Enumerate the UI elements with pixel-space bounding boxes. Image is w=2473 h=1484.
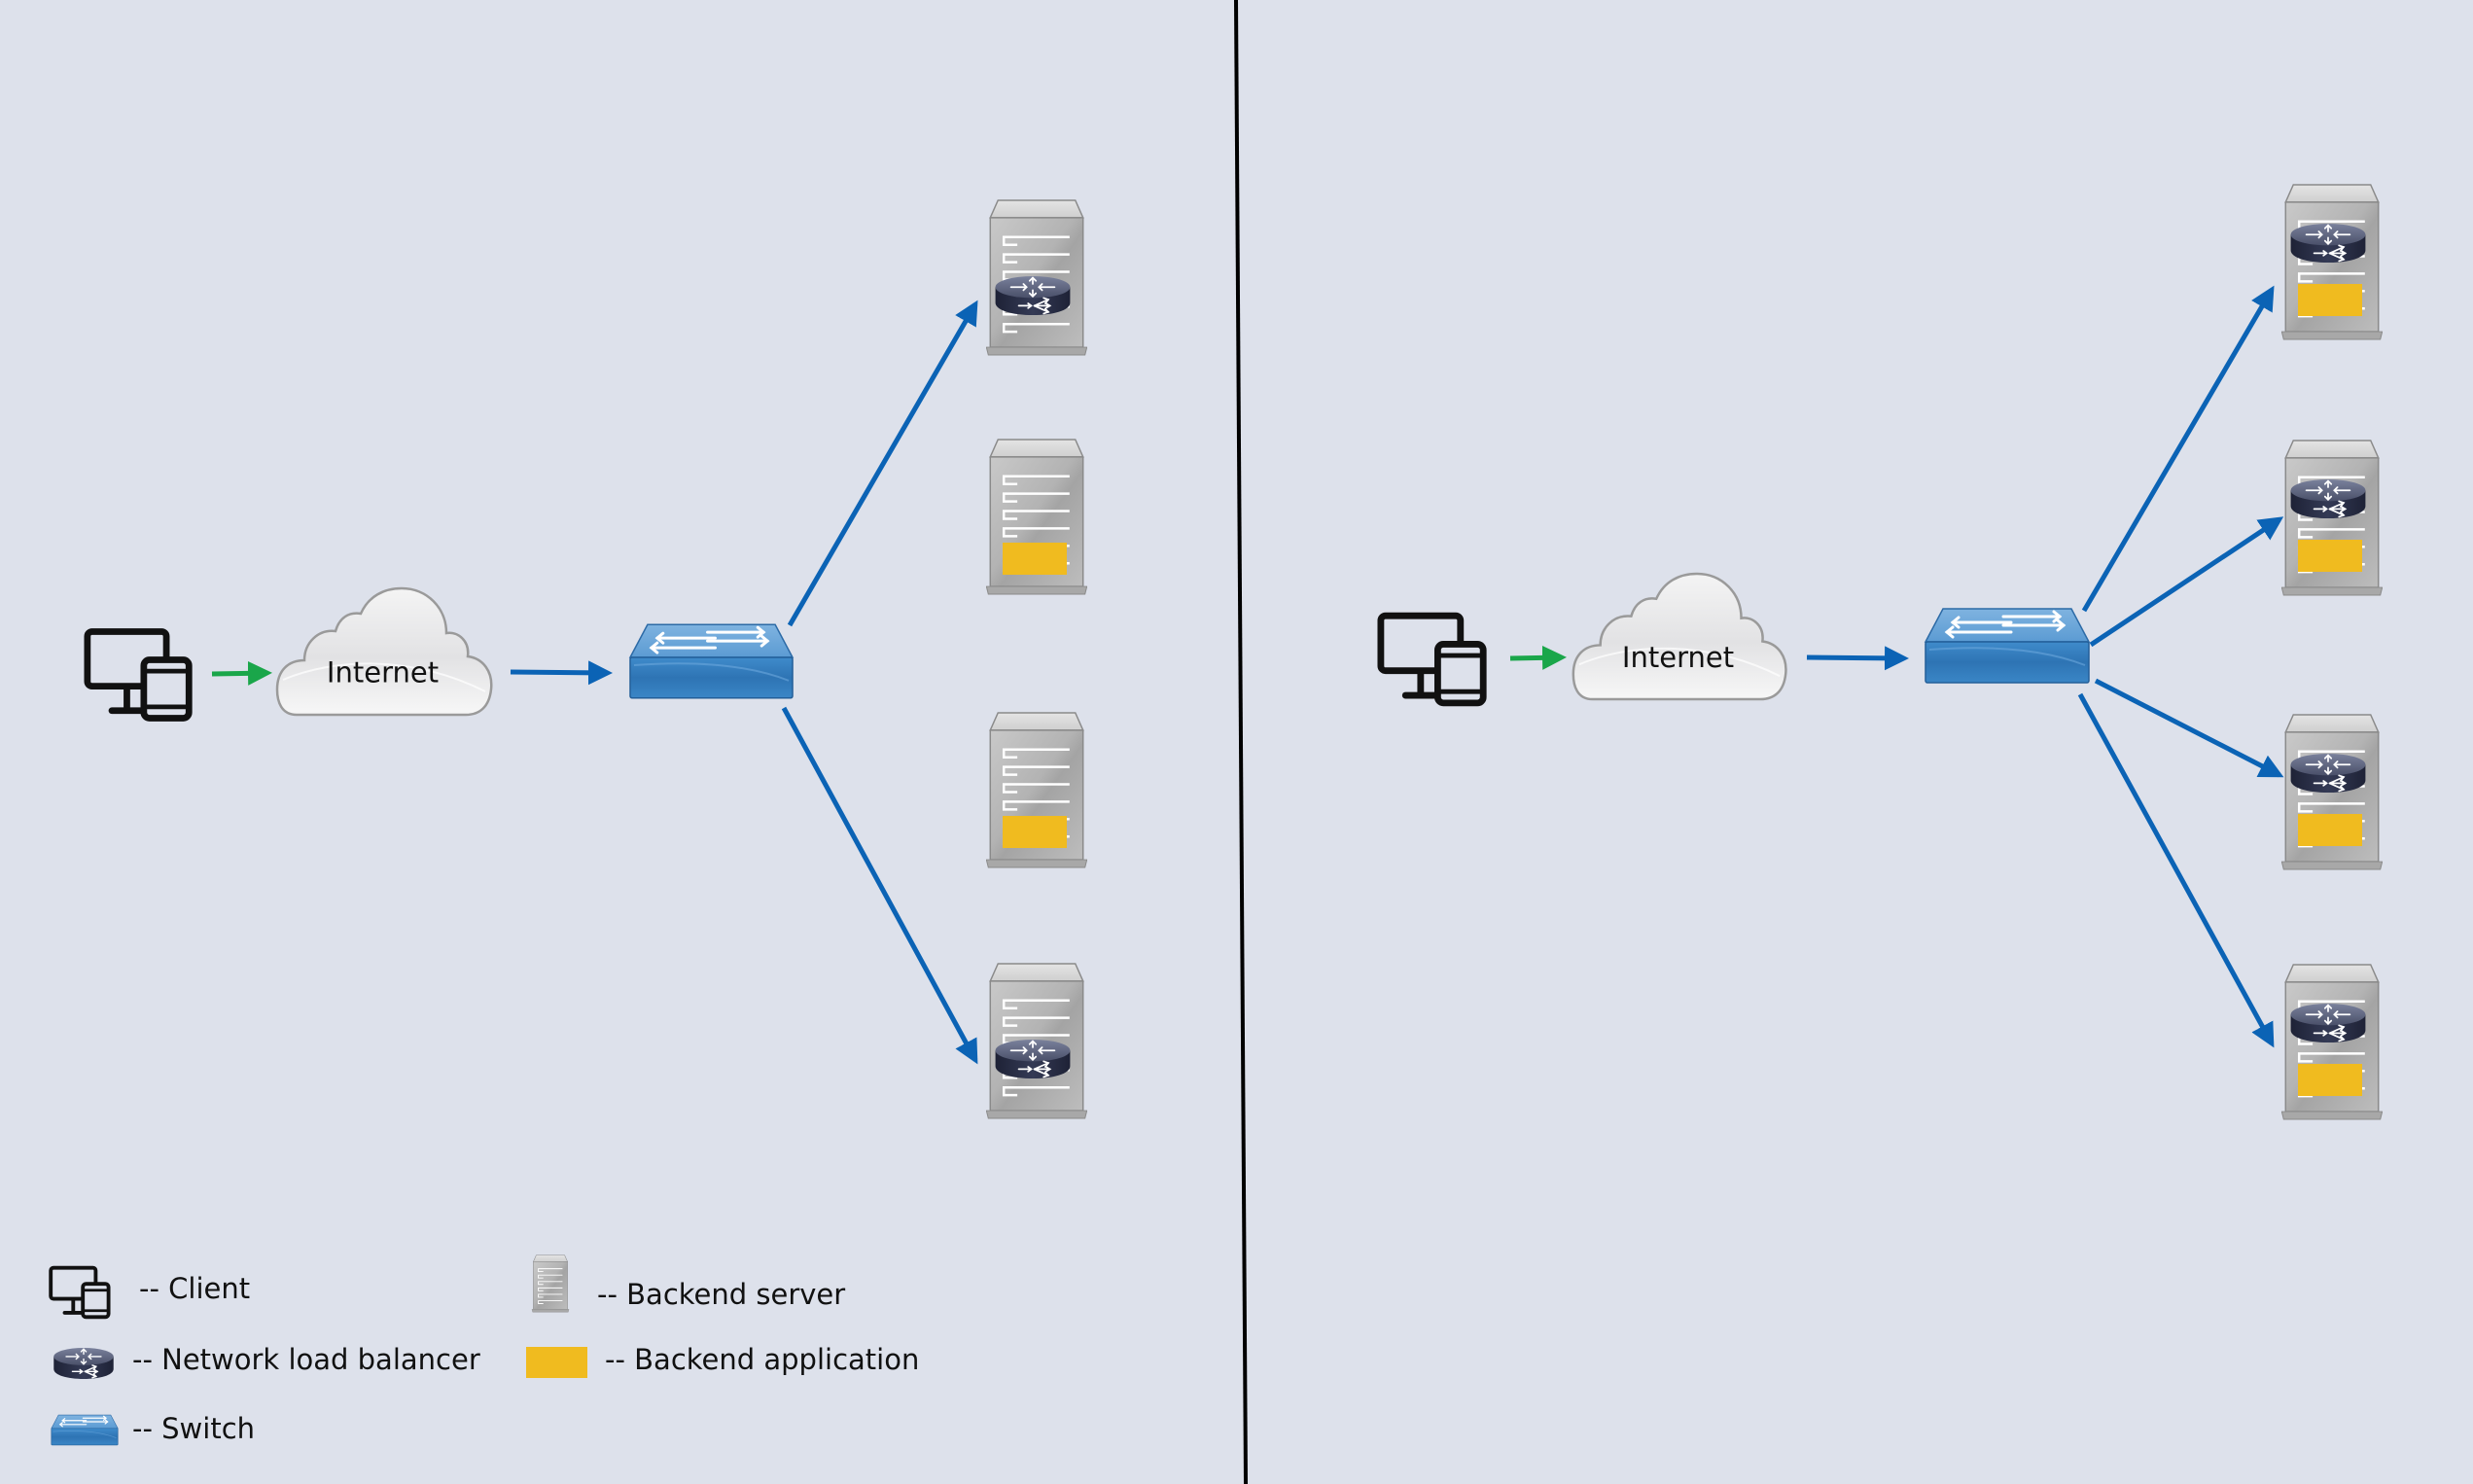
panel-right: Internet xyxy=(1381,183,2383,1121)
backend-application-icon xyxy=(2298,1064,2362,1096)
switch-to-server-arrow xyxy=(781,706,978,1065)
backend-application-icon xyxy=(1003,816,1067,848)
legend-backend-application-label: -- Backend application xyxy=(605,1343,919,1376)
legend-load-balancer-label: -- Network load balancer xyxy=(132,1343,480,1376)
network-switch-icon xyxy=(628,622,795,700)
legend-client-label: -- Client xyxy=(139,1272,250,1305)
legend-load-balancer-icon xyxy=(53,1347,115,1380)
backend-server xyxy=(986,711,1087,869)
backend-server xyxy=(986,198,1087,357)
backend-application-icon xyxy=(2298,284,2362,316)
network-load-balancer-icon xyxy=(994,275,1072,316)
switch-to-server-arrow xyxy=(787,300,978,627)
backend-application-icon xyxy=(2298,814,2362,846)
backend-server xyxy=(2281,713,2383,871)
legend-switch-icon xyxy=(51,1414,119,1446)
backend-server xyxy=(986,438,1087,596)
client-to-internet-arrow xyxy=(211,660,272,686)
backend-server xyxy=(2281,963,2383,1121)
internet-to-switch-arrow xyxy=(1806,646,1909,671)
backend-server xyxy=(2281,183,2383,341)
legend: -- Client -- Network load balancer -- Sw… xyxy=(51,1254,919,1446)
backend-server xyxy=(2281,439,2383,597)
network-switch-icon xyxy=(1924,607,2091,685)
internet-cloud-label: Internet xyxy=(1622,641,1734,674)
network-load-balancer-icon xyxy=(2289,478,2367,519)
internet-cloud-label: Internet xyxy=(327,656,439,689)
backend-application-icon xyxy=(2298,540,2362,572)
switch-to-server-arrow xyxy=(2089,516,2284,648)
panels-layer: Internet Internet xyxy=(88,183,2383,1121)
network-load-balancer-icon xyxy=(2289,1003,2367,1043)
legend-backend-application-icon xyxy=(526,1347,587,1378)
panel-divider xyxy=(1234,0,1248,1484)
legend-backend-server-icon xyxy=(531,1254,570,1313)
legend-switch-label: -- Switch xyxy=(132,1412,255,1445)
backend-server xyxy=(986,962,1087,1120)
legend-backend-server-label: -- Backend server xyxy=(597,1278,845,1311)
network-load-balancer-icon xyxy=(2289,223,2367,264)
switch-to-server-arrow xyxy=(2081,285,2275,613)
network-load-balancer-icon xyxy=(2289,753,2367,794)
switch-to-server-arrow xyxy=(2094,678,2284,778)
internet-to-switch-arrow xyxy=(510,660,613,686)
panel-left: Internet xyxy=(88,198,1087,1120)
network-load-balancer-icon xyxy=(994,1039,1072,1079)
backend-application-icon xyxy=(1003,543,1067,575)
switch-to-server-arrow xyxy=(2077,692,2275,1048)
client-to-internet-arrow xyxy=(1509,645,1567,670)
